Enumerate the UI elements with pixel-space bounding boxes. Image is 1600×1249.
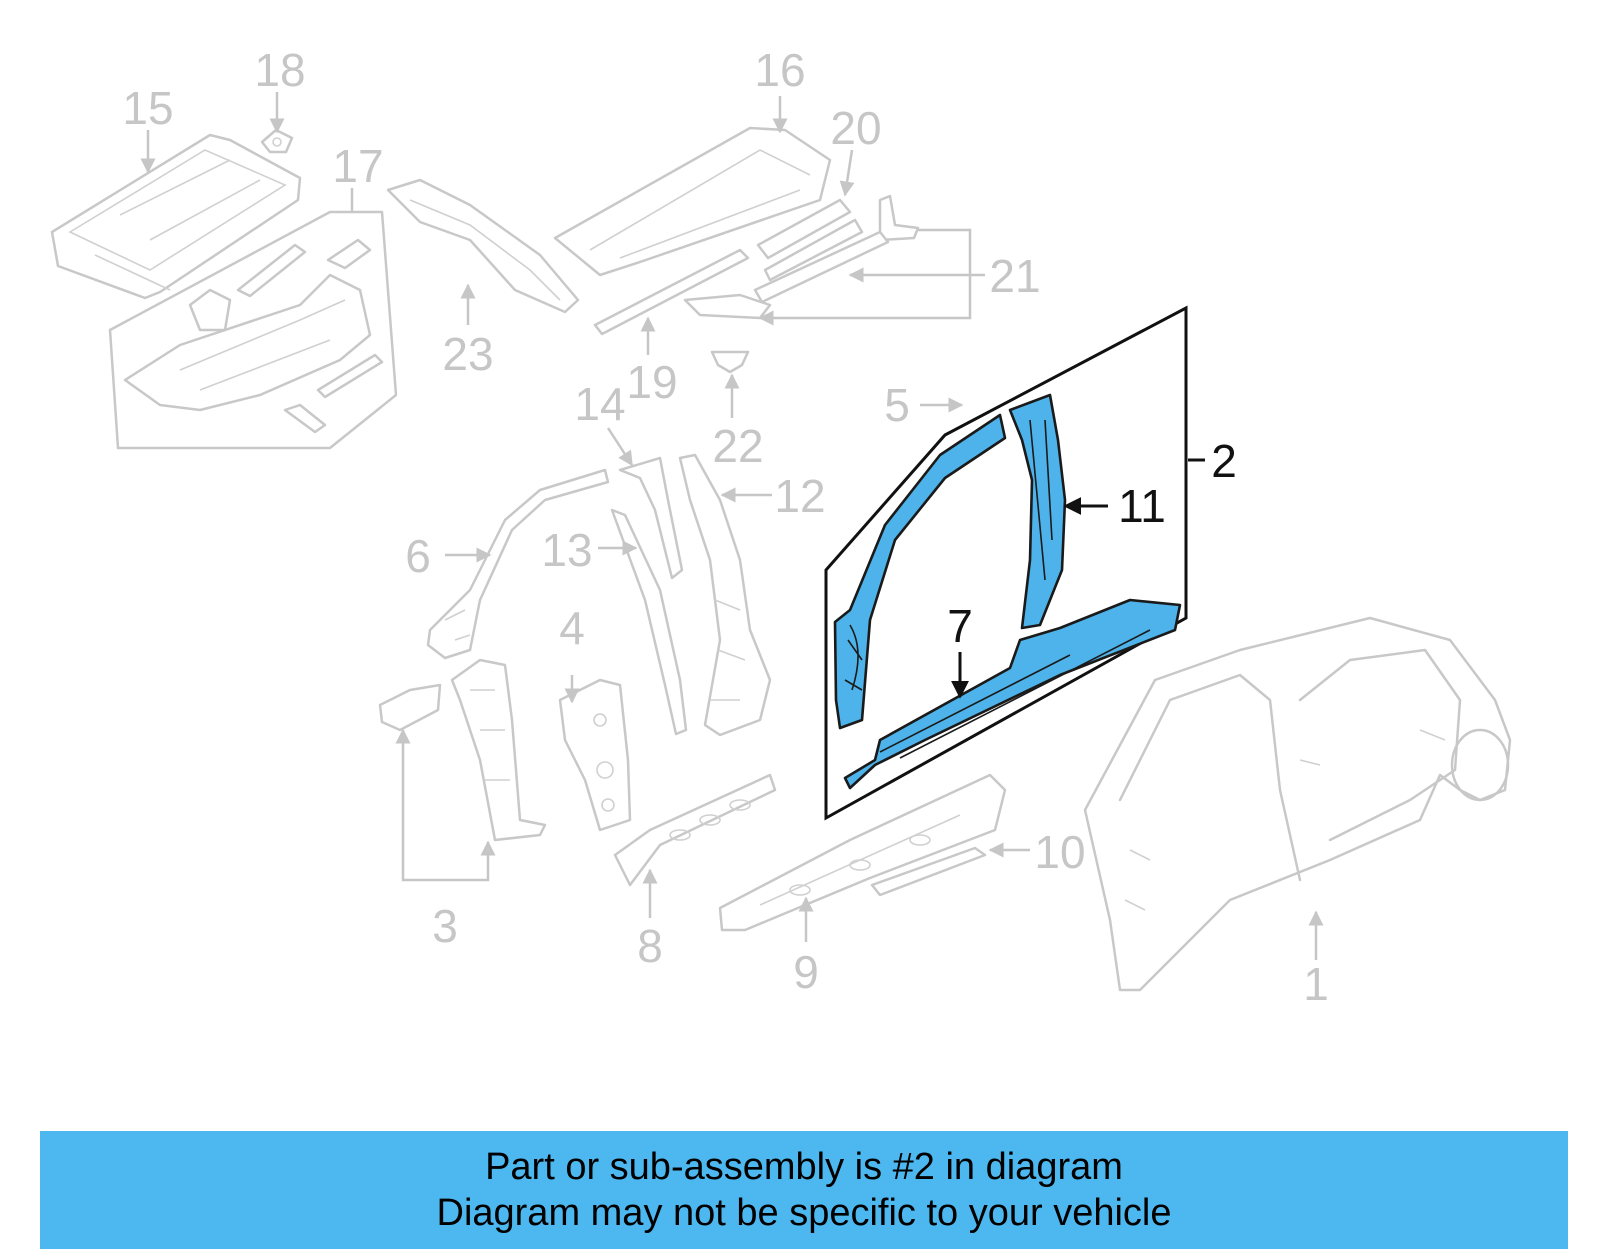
callout-labels: 15 18 17 16 20 21 23 19 14 22 12 6 13 4 … xyxy=(122,44,1328,1010)
callout-16: 16 xyxy=(754,44,805,96)
leader-lines xyxy=(140,92,1324,960)
callout-3: 3 xyxy=(432,900,458,952)
callout-23: 23 xyxy=(442,328,493,380)
callout-12: 12 xyxy=(774,470,825,522)
callout-21: 21 xyxy=(989,250,1040,302)
part-10-rocker-strip xyxy=(870,846,987,897)
part-12-hinge-pillar xyxy=(678,453,772,737)
part-6-pillar-reinforcement xyxy=(426,468,610,660)
banner-line-2: Diagram may not be specific to your vehi… xyxy=(436,1192,1172,1234)
part-16-floor xyxy=(553,126,832,277)
part-18-clip xyxy=(260,128,294,154)
callout-11: 11 xyxy=(1118,480,1166,532)
part-20-reinforcement xyxy=(756,198,864,282)
part-3-pillar-assembly xyxy=(378,658,547,842)
callout-2: 2 xyxy=(1211,435,1237,487)
callout-5: 5 xyxy=(884,379,910,431)
callout-19: 19 xyxy=(626,356,677,408)
callout-22: 22 xyxy=(712,420,763,472)
part-2-highlighted-pillar xyxy=(833,393,1182,790)
callout-15: 15 xyxy=(122,82,173,134)
part-4-pillar-inner xyxy=(558,678,632,832)
callout-14: 14 xyxy=(574,378,625,430)
callout-8: 8 xyxy=(637,920,663,972)
part-9-rocker-outer xyxy=(718,773,1007,932)
callout-10: 10 xyxy=(1034,826,1085,878)
part-14-pillar-trim xyxy=(618,456,684,580)
callout-18: 18 xyxy=(254,44,305,96)
callout-1: 1 xyxy=(1303,958,1329,1010)
banner-line-1: Part or sub-assembly is #2 in diagram xyxy=(485,1146,1123,1188)
part-8-rocker-inner xyxy=(613,773,777,887)
info-banner: Part or sub-assembly is #2 in diagram Di… xyxy=(40,1131,1568,1249)
part-23-rail xyxy=(386,178,580,314)
part-15-floor-pan xyxy=(50,133,302,300)
callout-17: 17 xyxy=(332,140,383,192)
callout-13: 13 xyxy=(541,524,592,576)
callout-4: 4 xyxy=(559,602,585,654)
callout-6: 6 xyxy=(405,530,431,582)
part-17-tunnel-group xyxy=(108,210,398,450)
part-2-group-box xyxy=(824,305,1188,821)
part-13-pillar-inner xyxy=(610,508,688,736)
part-19-strip xyxy=(593,248,750,336)
callout-20: 20 xyxy=(830,102,881,154)
part-21-pieces xyxy=(683,194,920,320)
callout-9: 9 xyxy=(793,946,819,998)
callout-7: 7 xyxy=(947,600,973,652)
part-1-body-side xyxy=(1083,616,1512,992)
part-22-plug xyxy=(710,350,750,374)
